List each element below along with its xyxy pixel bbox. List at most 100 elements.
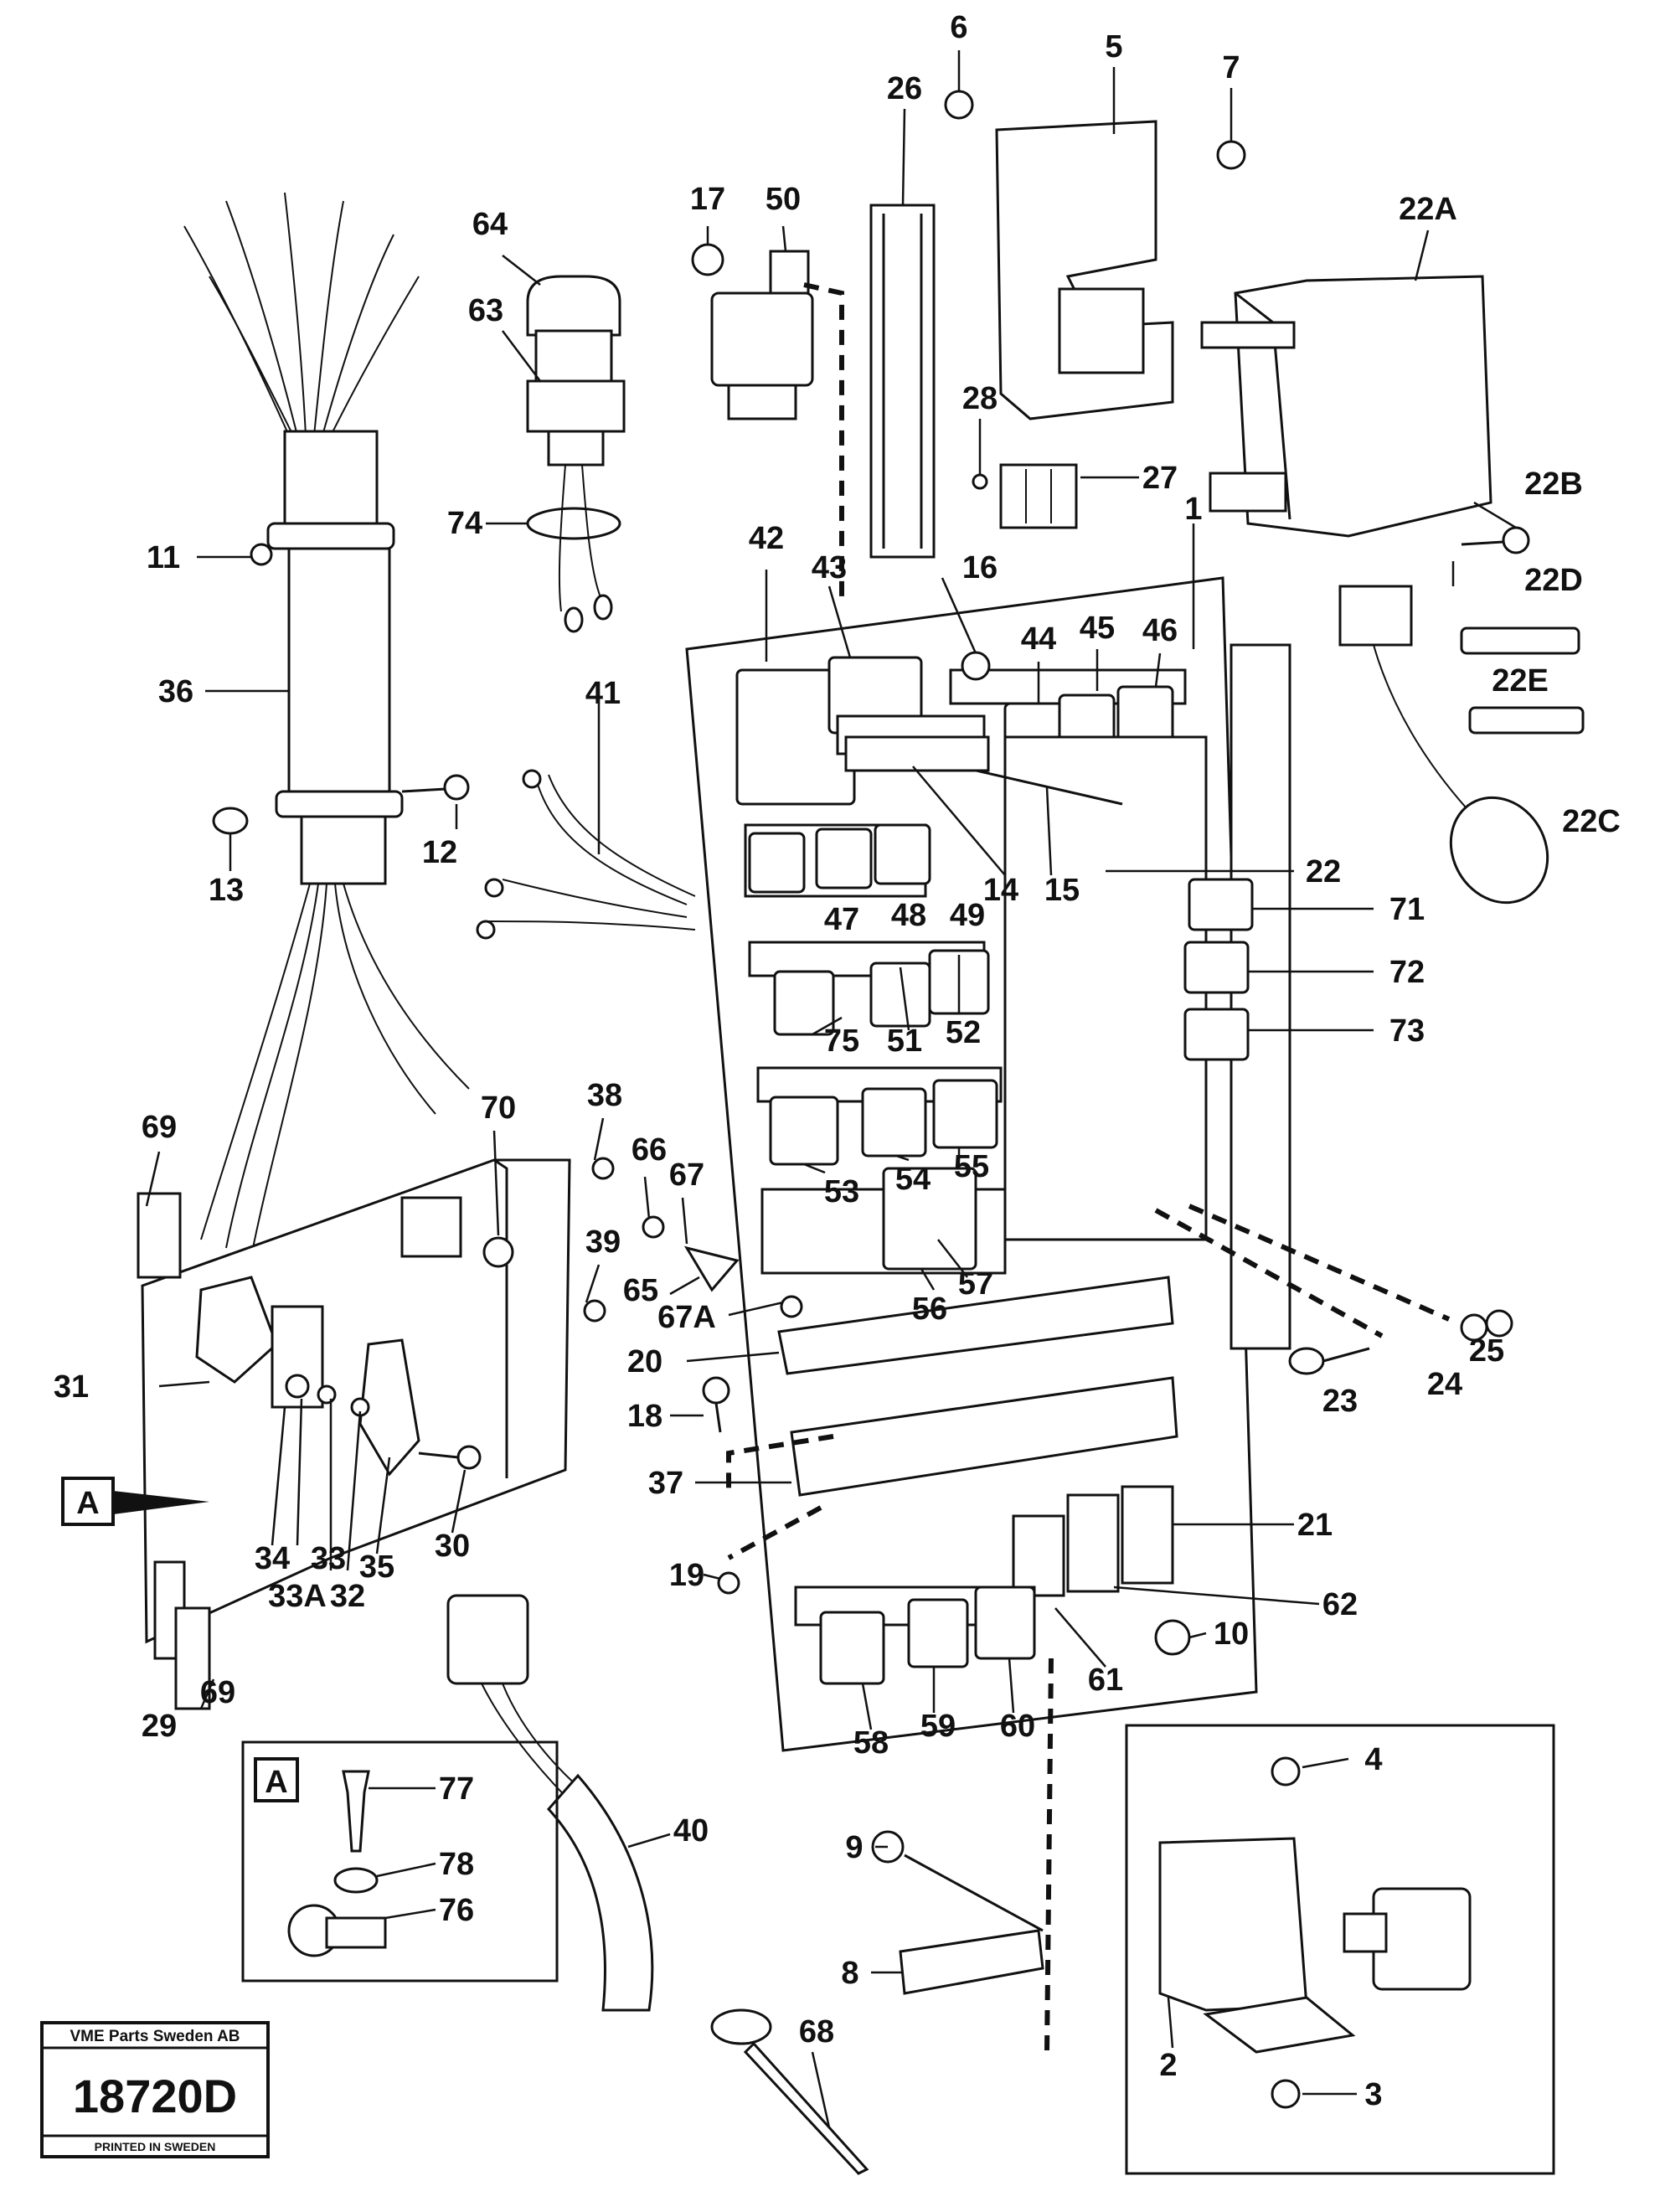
callout-24: 24 [1427,1367,1462,1402]
callout-18: 18 [627,1399,662,1434]
callout-38: 38 [587,1078,622,1113]
callout-60: 60 [1000,1709,1035,1744]
drawing-number: 18720D [73,2070,237,2122]
callout-22B: 22B [1524,467,1583,502]
callout-48: 48 [891,898,926,933]
callout-1: 1 [1184,492,1202,527]
callout-69-bottom: 69 [200,1675,235,1710]
callout-11: 11 [147,540,180,575]
callout-28: 28 [962,381,998,416]
callout-14: 14 [983,873,1018,908]
callout-2: 2 [1159,2048,1177,2083]
callout-78: 78 [439,1847,474,1882]
callout-12: 12 [422,835,457,870]
printed-note: PRINTED IN SWEDEN [95,2140,216,2153]
left-mounting-plate [137,1157,740,1710]
cable-assembly [476,769,696,940]
callout-33A: 33A [268,1579,327,1614]
callout-58: 58 [853,1725,889,1761]
callout-9: 9 [845,1830,863,1865]
callout-47: 47 [824,902,859,937]
callout-69-top: 69 [142,1110,177,1145]
callout-77: 77 [439,1771,474,1807]
callout-7: 7 [1222,50,1240,85]
callout-5: 5 [1105,29,1122,64]
callout-4: 4 [1364,1742,1382,1777]
detail-a-tag-label: A [265,1765,287,1800]
callout-19: 19 [669,1558,704,1593]
callout-17: 17 [690,182,725,217]
callout-21: 21 [1297,1508,1333,1543]
callout-56: 56 [912,1292,947,1327]
cable-tie [710,2008,869,2175]
callout-65: 65 [623,1273,658,1308]
callout-40: 40 [673,1813,709,1848]
callout-22E: 22E [1492,663,1549,699]
callout-39: 39 [585,1225,621,1260]
callout-54: 54 [895,1162,931,1197]
company-name: VME Parts Sweden AB [70,2028,240,2045]
callout-3: 3 [1364,2077,1382,2112]
callout-67: 67 [669,1158,704,1193]
part-callouts: 6 5 7 26 17 50 22A 64 63 74 28 27 22B 1 … [54,10,1621,2112]
view-a-tag-label: A [76,1486,99,1521]
callout-15: 15 [1044,873,1080,908]
callout-37: 37 [648,1466,683,1501]
loose-hardware [702,1295,1513,1656]
callout-75: 75 [824,1024,859,1059]
callout-22C: 22C [1562,804,1621,839]
callout-67A: 67A [657,1300,716,1335]
callout-59: 59 [920,1709,956,1744]
callout-22: 22 [1306,854,1341,889]
view-a-indicator: A [61,1477,209,1526]
callout-46: 46 [1142,613,1178,648]
detail-a-tag [254,1757,299,1802]
callout-73: 73 [1389,1013,1425,1049]
callout-68: 68 [799,2014,834,2050]
relay-bracket-assembly [691,243,844,603]
relay-connector-assembly [526,275,626,633]
mounting-bracket [944,90,1246,420]
callout-8: 8 [841,1956,858,1991]
detail-a-box: A [241,1740,559,1983]
callout-64: 64 [472,207,508,242]
callout-25: 25 [1469,1333,1504,1369]
callout-53: 53 [824,1174,859,1209]
callout-44: 44 [1021,621,1056,657]
callout-66: 66 [632,1132,667,1168]
title-block: VME Parts Sweden AB 18720D PRINTED IN SW… [40,2021,270,2158]
callout-45: 45 [1080,611,1115,646]
relay-base-detail [1125,1724,1555,2175]
callout-6: 6 [950,10,967,45]
callout-16: 16 [962,550,998,585]
callout-33: 33 [311,1541,346,1576]
callout-57: 57 [958,1266,993,1302]
rail-and-connector [869,204,1078,559]
callout-51: 51 [887,1024,922,1059]
callout-36: 36 [158,674,193,709]
callout-76: 76 [439,1893,474,1928]
callout-26: 26 [887,71,922,106]
callout-34: 34 [255,1541,290,1576]
callout-22D: 22D [1524,563,1583,598]
callout-42: 42 [749,521,784,556]
callout-49: 49 [950,898,985,933]
callout-30: 30 [435,1529,470,1564]
callout-55: 55 [954,1149,989,1184]
callout-74: 74 [447,506,482,541]
callout-43: 43 [812,550,847,585]
leader-lines [145,50,1517,2128]
callout-61: 61 [1088,1663,1123,1698]
control-unit [1200,275,1585,905]
callout-71: 71 [1389,892,1425,927]
callout-10: 10 [1214,1616,1249,1652]
connector-cable [446,1594,654,2012]
callout-35: 35 [359,1549,394,1585]
cable-harness [183,192,470,1257]
callout-20: 20 [627,1344,662,1379]
callout-32: 32 [330,1579,365,1614]
callout-52: 52 [946,1015,981,1050]
callout-23: 23 [1322,1384,1358,1419]
callout-27: 27 [1142,461,1178,496]
